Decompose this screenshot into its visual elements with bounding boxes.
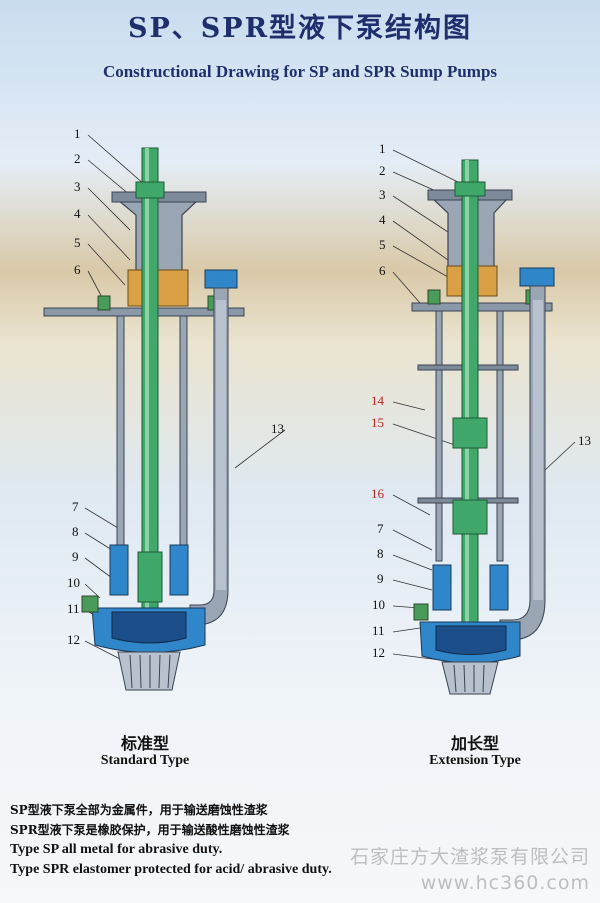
note-spr-cn: SPR型液下泵是橡胶保护，用于输送酸性磨蚀性渣浆 — [10, 823, 290, 837]
watermark-company: 石家庄方大渣浆泵有限公司 — [349, 846, 590, 868]
extension-part-label-12: 12 — [372, 645, 385, 660]
watermark-url: www.hc360.com — [420, 872, 590, 894]
title-english: Constructional Drawing for SP and SPR Su… — [102, 62, 498, 81]
standard-part-label-4: 4 — [74, 206, 81, 221]
note-sp-cn: SP型液下泵全部为金属件，用于输送磨蚀性渣浆 — [10, 803, 268, 817]
note-sp-en: Type SP all metal for abrasive duty. — [10, 842, 223, 857]
extension-part-label-5: 5 — [379, 237, 386, 252]
description-notes: SP型液下泵全部为金属件，用于输送磨蚀性渣浆 SPR型液下泵是橡胶保护，用于输送… — [10, 800, 590, 880]
standard-part-label-13: 13 — [271, 421, 284, 436]
title-chinese: SP、SPR型液下泵结构图 — [127, 13, 473, 44]
standard-part-label-6: 6 — [74, 262, 81, 277]
extension-part-label-13: 13 — [578, 433, 591, 448]
standard-part-label-2: 2 — [74, 151, 81, 166]
extension-part-label-10: 10 — [372, 597, 385, 612]
standard-part-label-8: 8 — [72, 524, 79, 539]
standard-part-label-7: 7 — [72, 499, 79, 514]
standard-part-label-9: 9 — [72, 549, 79, 564]
extension-part-label-11: 11 — [372, 623, 385, 638]
standard-part-label-10: 10 — [67, 575, 80, 590]
standard-part-label-11: 11 — [67, 601, 80, 616]
standard-type-label-cn: 标准型 — [120, 734, 169, 753]
extension-type-label-cn: 加长型 — [450, 734, 499, 753]
extension-type-label-en: Extension Type — [429, 753, 521, 768]
note-spr-en: Type SPR elastomer protected for acid/ a… — [10, 862, 332, 877]
extension-part-label-14: 14 — [371, 393, 384, 408]
standard-part-label-5: 5 — [74, 235, 81, 250]
extension-part-label-9: 9 — [377, 571, 384, 586]
extension-part-label-3: 3 — [379, 187, 386, 202]
extension-part-label-4: 4 — [379, 212, 386, 227]
standard-part-label-3: 3 — [74, 179, 81, 194]
extension-part-label-1: 1 — [379, 141, 386, 156]
standard-part-label-1: 1 — [74, 126, 81, 141]
extension-part-label-8: 8 — [377, 546, 384, 561]
extension-part-label-2: 2 — [379, 163, 386, 178]
extension-part-label-15: 15 — [371, 415, 384, 430]
extension-part-label-7: 7 — [377, 521, 384, 536]
extension-pump-drawing — [392, 149, 576, 695]
standard-part-label-12: 12 — [67, 632, 80, 647]
standard-type-label-en: Standard Type — [100, 753, 190, 768]
extension-part-label-6: 6 — [379, 263, 386, 278]
standard-pump-drawing — [43, 134, 286, 691]
extension-part-label-16: 16 — [371, 486, 384, 501]
